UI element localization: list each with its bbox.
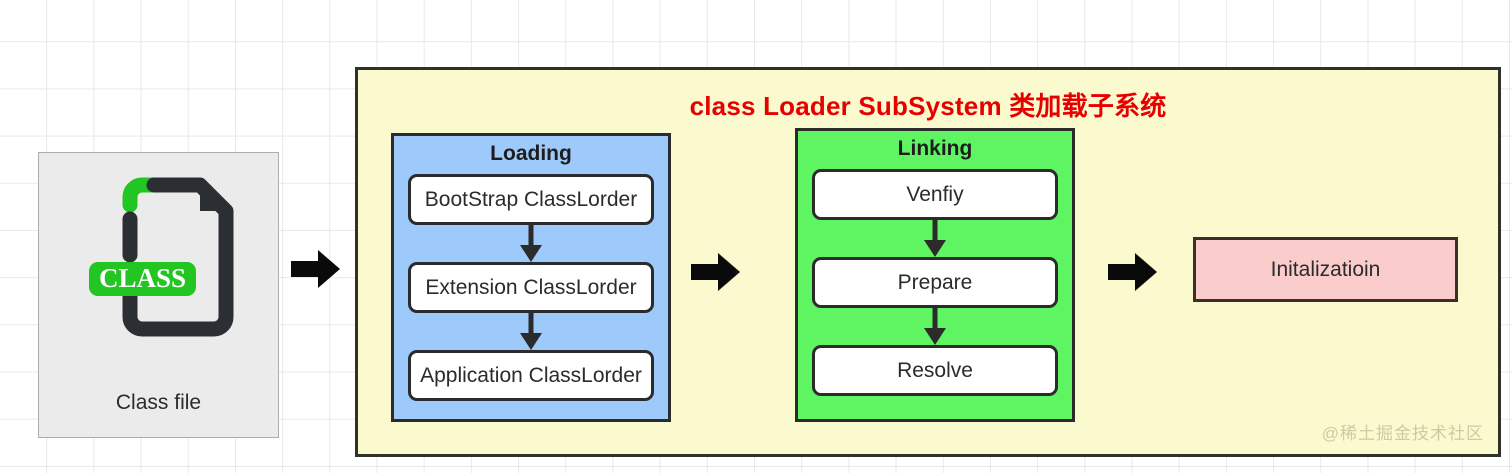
arrow-linking-to-initialization [1108,253,1158,291]
stage-title-linking: Linking [897,137,973,160]
step-arrow-down [812,220,1058,257]
arrow-loading-to-linking [691,253,741,291]
arrow-head [520,245,542,262]
class-file-icon: CLASS [84,169,234,361]
step-bootstrap-classloader[interactable]: BootStrap ClassLorder [408,174,654,225]
arrow-head [520,333,542,350]
step-arrow-down [408,313,654,350]
watermark: @稀土掘金技术社区 [1321,424,1484,443]
arrow-head [318,250,340,288]
stage-panel-linking: Linking Venfiy Prepare Resolve [795,128,1075,422]
arrow-shaft [932,308,938,331]
class-loader-subsystem-panel: class Loader SubSystem 类加载子系统 Loading Bo… [355,67,1501,457]
arrow-shaft [291,261,321,277]
step-application-classloader[interactable]: Application ClassLorder [408,350,654,401]
step-prepare[interactable]: Prepare [812,257,1058,308]
step-resolve[interactable]: Resolve [812,345,1058,396]
stage-steps-linking: Venfiy Prepare Resolve [812,169,1058,407]
arrow-shaft [1108,264,1138,280]
arrow-head [1135,253,1157,291]
arrow-head [718,253,740,291]
stage-panel-loading: Loading BootStrap ClassLorder Extension … [391,133,671,422]
class-badge-text: CLASS [98,263,185,293]
arrow-classfile-to-loading [291,250,341,288]
arrow-shaft [528,225,534,248]
arrow-shaft [691,264,721,280]
subsystem-title: class Loader SubSystem 类加载子系统 [689,91,1167,121]
class-file-card: CLASS Class file [38,152,279,438]
step-extension-classloader[interactable]: Extension ClassLorder [408,262,654,313]
stage-title-loading: Loading [490,142,572,165]
class-file-label: Class file [115,391,202,414]
arrow-shaft [528,313,534,336]
step-arrow-down [408,225,654,262]
arrow-head [924,328,946,345]
stage-steps-loading: BootStrap ClassLorder Extension ClassLor… [408,174,654,407]
initialization-box[interactable]: Initalizatioin [1193,237,1458,302]
step-verify[interactable]: Venfiy [812,169,1058,220]
arrow-head [924,240,946,257]
arrow-shaft [932,220,938,243]
step-arrow-down [812,308,1058,345]
